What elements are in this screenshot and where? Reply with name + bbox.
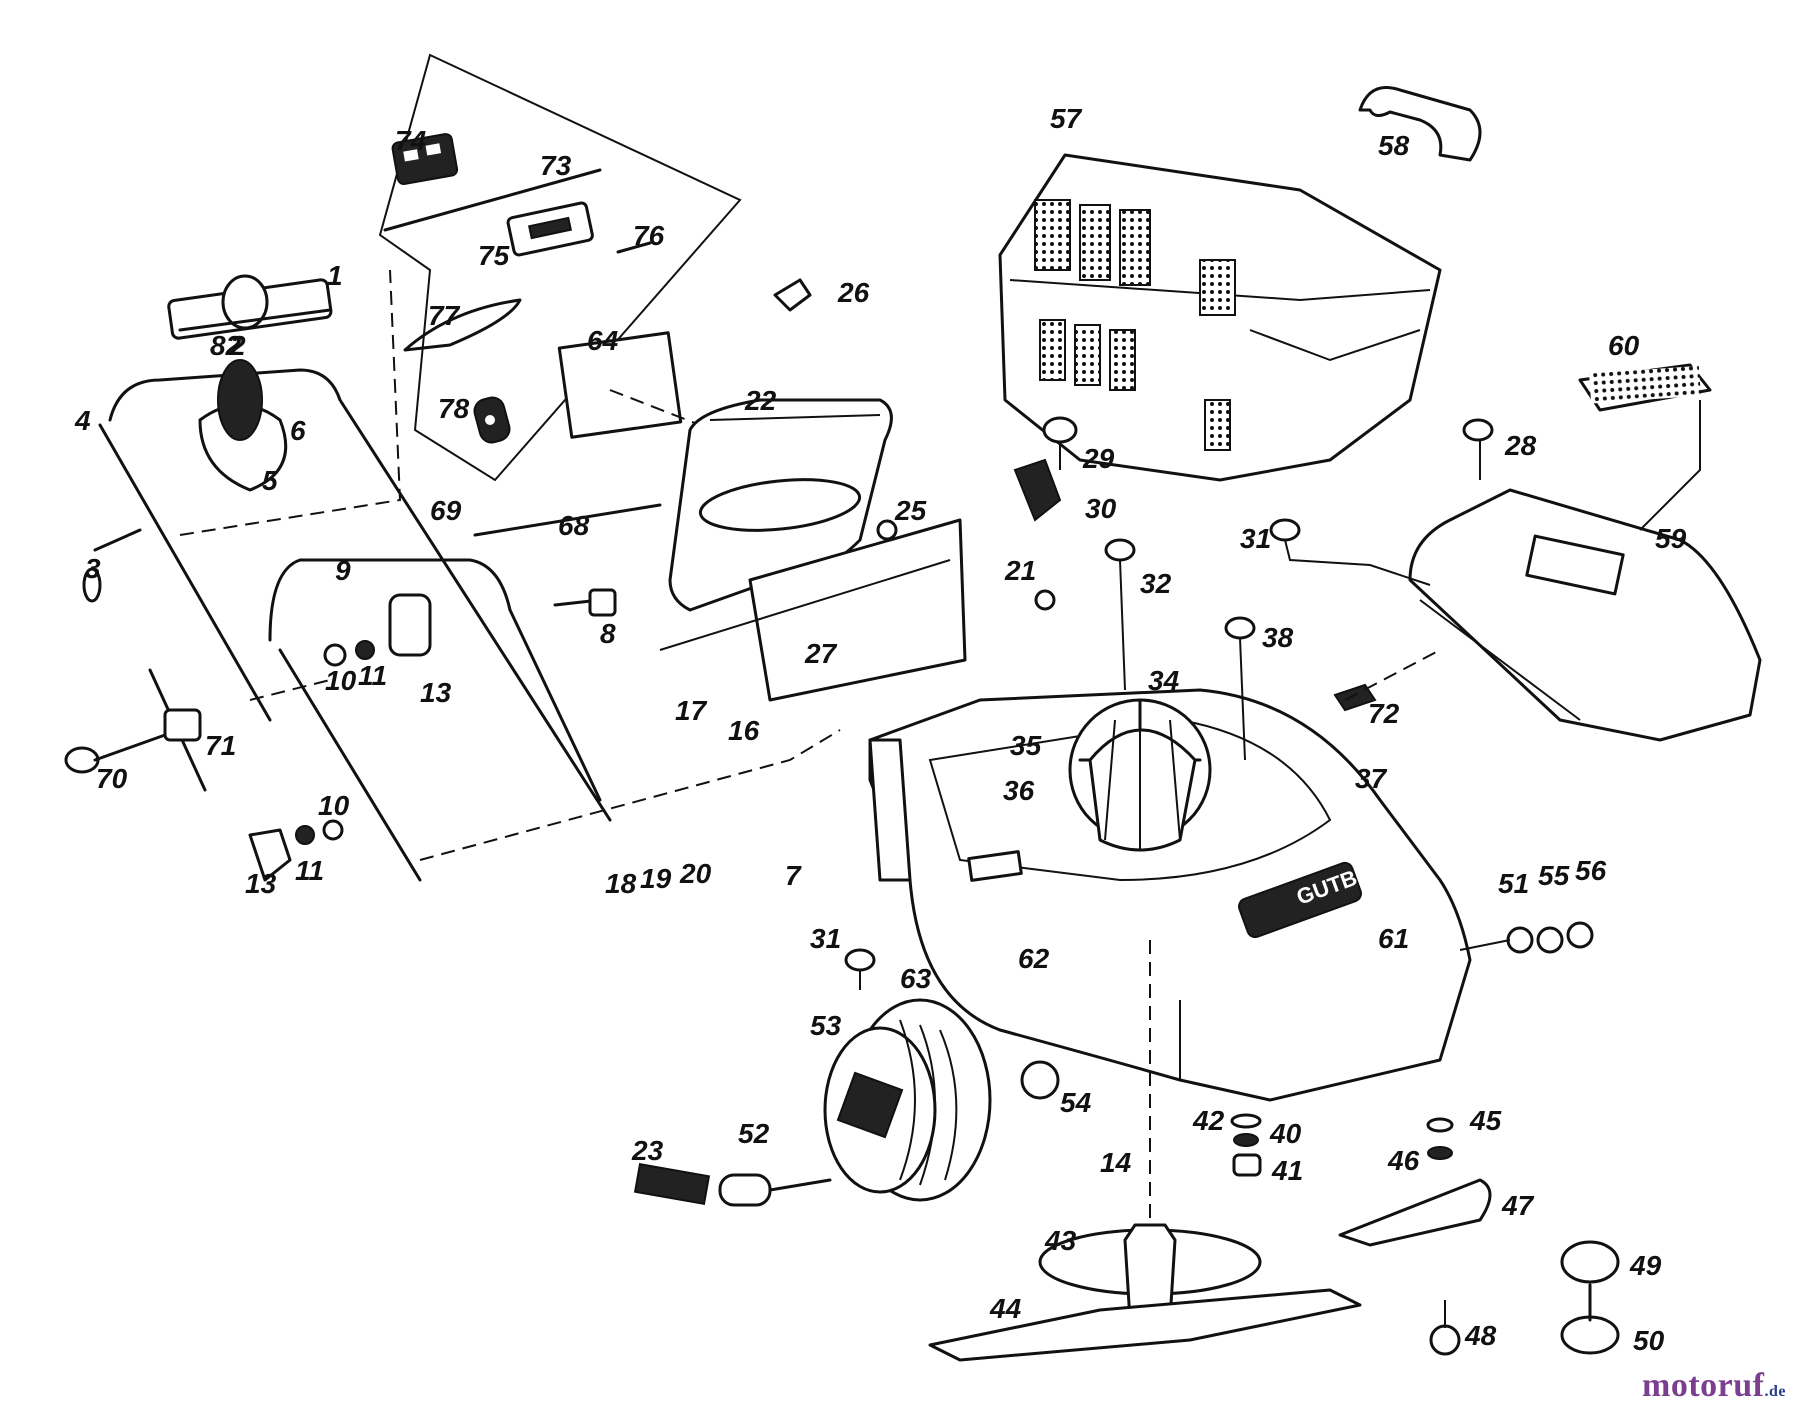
part-label-78: 78	[438, 393, 470, 424]
part-label-41: 41	[1271, 1155, 1303, 1186]
part-label-57: 57	[1050, 103, 1083, 134]
part-label-7: 7	[785, 860, 802, 891]
part-label-16: 16	[728, 715, 760, 746]
part-label-19: 19	[640, 863, 672, 894]
part-label-34: 34	[1148, 665, 1180, 696]
accessory-inset	[378, 53, 742, 482]
part-label-22: 22	[744, 385, 777, 416]
mower-deck	[844, 538, 1472, 1102]
part-label-30: 30	[1085, 493, 1117, 524]
part-label-58: 58	[1378, 130, 1410, 161]
part-label-73: 73	[540, 150, 572, 181]
part-label-23: 23	[631, 1135, 664, 1166]
part-label-27: 27	[804, 638, 838, 669]
part-number-labels: 1 2 3 4 5 6 7 8 9 10 10 11 11 13 13 14 1…	[74, 103, 1687, 1356]
part-label-37: 37	[1355, 763, 1388, 794]
part-label-6: 6	[290, 415, 306, 446]
part-label-60: 60	[1608, 330, 1640, 361]
part-label-26: 26	[837, 277, 870, 308]
part-label-55: 55	[1538, 860, 1570, 891]
part-label-45: 45	[1469, 1105, 1502, 1136]
part-label-5: 5	[262, 465, 278, 496]
watermark: motoruf.de	[1642, 1367, 1786, 1405]
grass-deflector	[473, 278, 1078, 702]
grass-catcher	[998, 86, 1482, 482]
blade-assembly	[928, 921, 1620, 1362]
part-label-62: 62	[1018, 943, 1050, 974]
rear-wheel	[633, 998, 1060, 1207]
watermark-name: motoruf	[1642, 1367, 1765, 1404]
part-label-28: 28	[1504, 430, 1537, 461]
part-label-48: 48	[1464, 1320, 1497, 1351]
part-label-42: 42	[1192, 1105, 1225, 1136]
part-label-47: 47	[1501, 1190, 1535, 1221]
part-label-10b: 10	[318, 790, 350, 821]
part-label-76: 76	[633, 220, 665, 251]
part-label-21: 21	[1004, 555, 1036, 586]
part-label-13b: 13	[245, 868, 277, 899]
part-label-64: 64	[587, 325, 619, 356]
part-label-11b: 11	[295, 855, 324, 886]
part-label-1: 1	[327, 260, 343, 291]
part-label-2: 2	[229, 330, 246, 361]
part-label-36: 36	[1003, 775, 1035, 806]
part-label-11a: 11	[358, 660, 387, 691]
part-label-38: 38	[1262, 622, 1294, 653]
part-label-71: 71	[205, 730, 236, 761]
part-label-74: 74	[395, 125, 427, 156]
part-label-56: 56	[1575, 855, 1607, 886]
part-label-31a: 31	[1240, 523, 1271, 554]
part-label-10a: 10	[325, 665, 357, 696]
part-label-40: 40	[1269, 1118, 1302, 1149]
watermark-suffix: .de	[1764, 1383, 1786, 1400]
part-label-25: 25	[894, 495, 927, 526]
part-label-63: 63	[900, 963, 932, 994]
part-label-46: 46	[1387, 1145, 1420, 1176]
part-label-29: 29	[1082, 443, 1115, 474]
part-label-9: 9	[335, 555, 351, 586]
part-label-68: 68	[558, 510, 590, 541]
part-label-59: 59	[1655, 523, 1687, 554]
part-label-31b: 31	[810, 923, 841, 954]
part-label-70: 70	[96, 763, 128, 794]
part-label-75: 75	[478, 240, 510, 271]
part-label-14: 14	[1100, 1147, 1132, 1178]
part-label-32: 32	[1140, 568, 1172, 599]
part-label-43: 43	[1044, 1225, 1077, 1256]
handle-assembly	[64, 269, 841, 882]
part-label-54: 54	[1060, 1087, 1092, 1118]
motor-cover	[1269, 363, 1762, 742]
part-label-50: 50	[1633, 1325, 1665, 1356]
part-label-13a: 13	[420, 677, 452, 708]
part-label-3: 3	[85, 553, 101, 584]
part-label-20: 20	[679, 858, 712, 889]
part-label-17: 17	[675, 695, 708, 726]
part-label-4: 4	[74, 405, 91, 436]
part-label-77: 77	[428, 300, 461, 331]
part-label-69: 69	[430, 495, 462, 526]
part-label-35: 35	[1010, 730, 1042, 761]
part-label-44: 44	[989, 1293, 1022, 1324]
part-label-49: 49	[1629, 1250, 1662, 1281]
part-label-61: 61	[1378, 923, 1409, 954]
part-label-72: 72	[1368, 698, 1400, 729]
part-label-51: 51	[1498, 868, 1529, 899]
part-label-8: 8	[600, 618, 616, 649]
part-label-53: 53	[810, 1010, 842, 1041]
part-label-18: 18	[605, 868, 637, 899]
part-label-52: 52	[738, 1118, 770, 1149]
part-label-82: 82	[210, 330, 242, 361]
